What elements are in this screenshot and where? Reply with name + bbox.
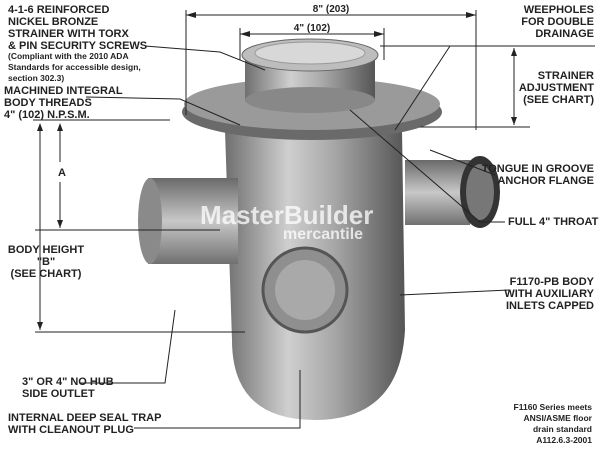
dimension-a: A (58, 167, 66, 179)
watermark-logo-sub: mercantile (283, 226, 364, 243)
overall-width-dimension: 8" (203) (313, 4, 349, 15)
body-height-label: BODY HEIGHT"B"(SEE CHART) (7, 244, 85, 280)
side-outlet (148, 178, 238, 264)
watermark-logo: MasterBuilder (200, 200, 374, 230)
no-hub-coupling (405, 160, 470, 225)
throat-label: FULL 4" THROAT (508, 216, 599, 228)
strainer-width-dimension: 4" (102) (294, 23, 330, 34)
